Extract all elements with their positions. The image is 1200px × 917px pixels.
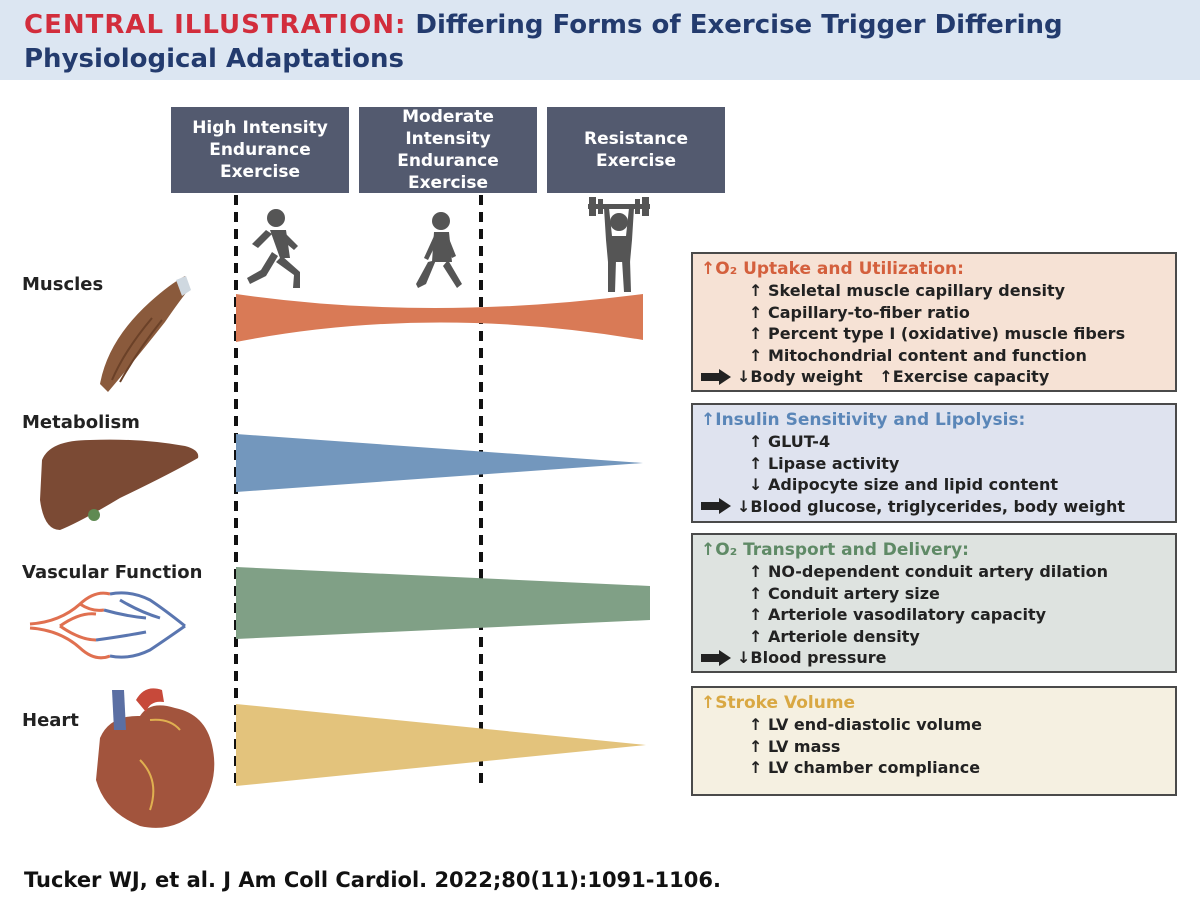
panel-item-text: Percent type I (oxidative) muscle fibers (767, 324, 1126, 343)
up-arrow-icon: ↑ (749, 715, 763, 734)
panel-item-text: Arteriole density (767, 626, 920, 646)
exercise-box-moderate-intensity: Moderate Intensity Endurance Exercise (359, 107, 537, 193)
panel-header-text: Insulin Sensitivity and Lipolysis: (715, 410, 1026, 430)
panel-item-text: NO-dependent conduit artery dilation (767, 562, 1109, 581)
panel-item-text: Arteriole vasodilatory capacity (767, 605, 1047, 624)
exercise-moderate-line1: Moderate Intensity (402, 107, 494, 149)
panel-insulin: ↑Insulin Sensitivity and Lipolysis: ↑ GL… (691, 403, 1177, 523)
panel-stroke-volume: ↑Stroke Volume ↑ LV end-diastolic volume… (691, 686, 1177, 796)
panel-o2-transport: ↑O₂ Transport and Delivery: ↑ NO-depende… (691, 533, 1177, 673)
heart-icon (96, 688, 215, 828)
panel-item-text: Capillary-to-fiber ratio (767, 302, 970, 322)
panel-item: ↑ Arteriole vasodilatory capacity (701, 604, 1167, 626)
panel-o2-uptake: ↑O₂ Uptake and Utilization: ↑ Skeletal m… (691, 252, 1177, 392)
panel-result: ↓Blood pressure (701, 647, 1167, 669)
down-arrow-icon: ↓ (749, 475, 763, 494)
panel-header-text: O₂ Transport and Delivery: (715, 540, 969, 560)
up-arrow-icon: ↑ (701, 259, 716, 279)
panel-result: ↓Blood glucose, triglycerides, body weig… (701, 496, 1167, 518)
panel-item: ↑ Skeletal muscle capillary density (701, 280, 1167, 302)
exercise-resistance-line1: Resistance (584, 129, 688, 149)
vascular-wedge (236, 567, 650, 639)
panel-item-text: Skeletal muscle capillary density (767, 281, 1066, 300)
row-label-muscles: Muscles (22, 274, 104, 295)
panel-item-text: Conduit artery size (767, 583, 940, 603)
up-arrow-icon: ↑ (749, 453, 763, 473)
walker-icon (416, 212, 462, 288)
panel-item: ↑ Mitochondrial content and function (701, 345, 1167, 367)
up-arrow-icon: ↑ (749, 302, 763, 322)
heart-wedge (236, 704, 646, 786)
page-title: CENTRAL ILLUSTRATION: Differing Forms of… (24, 8, 1184, 76)
title-rest: Differing Forms of Exercise Trigger Diff… (24, 10, 1063, 74)
up-arrow-icon: ↑ (749, 281, 763, 300)
exercise-box-resistance: Resistance Exercise (547, 107, 725, 193)
muscles-band (236, 294, 643, 342)
panel-item-text: LV end-diastolic volume (767, 715, 983, 734)
panel-item: ↑ Percent type I (oxidative) muscle fibe… (701, 323, 1167, 345)
panel-item: ↑ Conduit artery size (701, 583, 1167, 605)
up-arrow-icon: ↑ (701, 410, 716, 430)
up-arrow-icon: ↑ (701, 693, 716, 713)
up-arrow-icon: ↑ (749, 583, 763, 603)
exercise-high-line2: Endurance Exercise (209, 140, 311, 182)
weightlifter-icon (588, 197, 650, 292)
panel-header: ↑Stroke Volume (701, 692, 1167, 714)
panel-item: ↑ LV end-diastolic volume (701, 714, 1167, 736)
up-arrow-icon: ↑ (749, 324, 763, 343)
result-arrow-icon (701, 368, 731, 385)
citation: Tucker WJ, et al. J Am Coll Cardiol. 202… (24, 868, 721, 892)
row-label-vascular: Vascular Function (22, 562, 203, 583)
row-label-heart: Heart (22, 710, 79, 731)
result-arrow-icon (701, 498, 731, 515)
panel-item-text: Lipase activity (767, 453, 900, 473)
title-bar (0, 0, 1200, 80)
result-arrow-icon (701, 649, 731, 666)
title-lead: CENTRAL ILLUSTRATION: (24, 10, 407, 40)
panel-item: ↑ Arteriole density (701, 626, 1167, 648)
panel-item: ↑ GLUT-4 (701, 431, 1167, 453)
panel-item-text: Mitochondrial content and function (767, 345, 1087, 365)
panel-item-text: GLUT-4 (767, 432, 831, 451)
up-arrow-icon: ↑ (749, 626, 763, 646)
panel-item: ↑ Capillary-to-fiber ratio (701, 302, 1167, 324)
up-arrow-icon: ↑ (749, 605, 763, 624)
panel-header: ↑Insulin Sensitivity and Lipolysis: (701, 409, 1167, 431)
panel-result-text: ↓Body weight ↑Exercise capacity (737, 367, 1050, 386)
metabolism-wedge (236, 434, 643, 492)
exercise-moderate-line2: Endurance Exercise (397, 151, 499, 193)
panel-item: ↑ NO-dependent conduit artery dilation (701, 561, 1167, 583)
vascular-network-icon (29, 591, 186, 660)
panel-item-text: Adipocyte size and lipid content (767, 475, 1059, 494)
panel-item: ↑ Lipase activity (701, 453, 1167, 475)
panel-header-text: O₂ Uptake and Utilization: (715, 259, 964, 279)
row-label-metabolism: Metabolism (22, 412, 140, 433)
panel-header-text: Stroke Volume (715, 693, 856, 713)
panel-item: ↓ Adipocyte size and lipid content (701, 474, 1167, 496)
panel-header: ↑O₂ Transport and Delivery: (701, 539, 1167, 561)
exercise-resistance-line2: Exercise (595, 151, 677, 171)
panel-result-text: ↓Blood glucose, triglycerides, body weig… (737, 496, 1126, 516)
up-arrow-icon: ↑ (749, 736, 763, 756)
panel-item: ↑ LV mass (701, 736, 1167, 758)
exercise-high-line1: High Intensity (192, 118, 328, 138)
exercise-box-high-intensity: High Intensity Endurance Exercise (171, 107, 349, 193)
panel-item: ↑ LV chamber compliance (701, 757, 1167, 779)
panel-result: ↓Body weight ↑Exercise capacity (701, 366, 1167, 388)
muscle-icon (100, 276, 191, 392)
runner-icon (247, 209, 300, 288)
up-arrow-icon: ↑ (749, 758, 763, 777)
panel-result-text: ↓Blood pressure (737, 648, 887, 667)
panel-item-text: LV mass (767, 736, 841, 756)
up-arrow-icon: ↑ (749, 562, 763, 581)
panel-item-text: LV chamber compliance (767, 758, 981, 777)
up-arrow-icon: ↑ (749, 432, 763, 451)
up-arrow-icon: ↑ (701, 540, 716, 560)
panel-header: ↑O₂ Uptake and Utilization: (701, 258, 1167, 280)
up-arrow-icon: ↑ (749, 345, 763, 365)
liver-icon (40, 439, 199, 530)
